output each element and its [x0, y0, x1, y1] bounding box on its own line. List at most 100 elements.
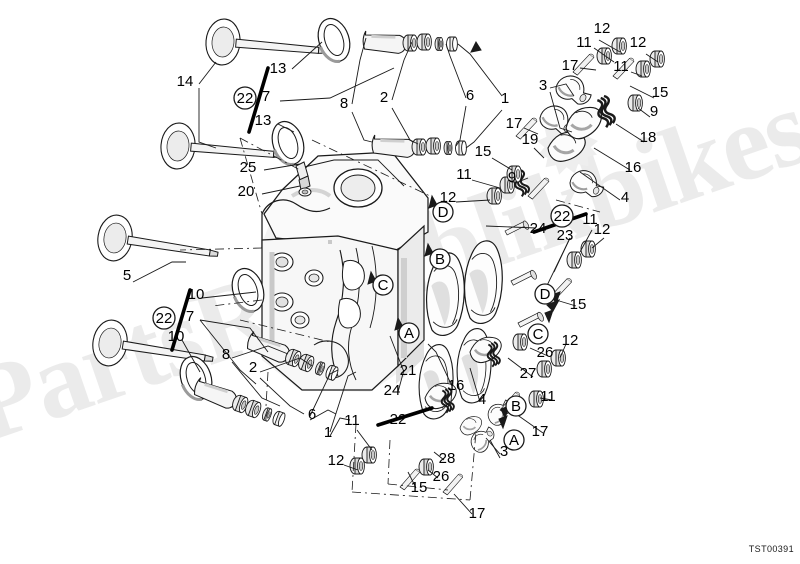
- circled-number-22: 22: [152, 306, 176, 330]
- callout-15: 15: [411, 479, 428, 496]
- callout-11: 11: [582, 211, 598, 228]
- callout-5: 5: [123, 267, 131, 284]
- callout-7: 7: [262, 88, 270, 105]
- callout-2: 2: [249, 359, 257, 376]
- callout-2: 2: [380, 89, 388, 106]
- callout-8: 8: [340, 95, 348, 112]
- circle-outline: [534, 283, 556, 305]
- callout-12: 12: [630, 34, 647, 51]
- circled-letter-label: A: [404, 325, 414, 342]
- cylinder-head-body: [261, 151, 429, 392]
- callout-4: 4: [478, 391, 486, 408]
- circle-outline: [503, 429, 525, 451]
- callout-21: 21: [400, 362, 417, 379]
- callout-22: 22: [390, 411, 407, 428]
- callout-17: 17: [506, 115, 523, 132]
- circled-letter-label: D: [438, 204, 449, 221]
- circled-letter-A: A: [398, 322, 420, 344]
- callout-15: 15: [475, 143, 492, 160]
- callout-25: 25: [240, 159, 257, 176]
- circle-outline: [432, 201, 454, 223]
- callout-12: 12: [440, 189, 457, 206]
- callout-28: 28: [439, 450, 456, 467]
- circled-number-label: 22: [554, 208, 571, 225]
- callout-18: 18: [640, 129, 657, 146]
- callout-14: 14: [177, 73, 194, 90]
- circled-letter-A: A: [503, 429, 525, 451]
- callout-17: 17: [562, 57, 579, 74]
- callout-1: 1: [501, 90, 509, 107]
- circle-outline: [233, 86, 257, 110]
- callout-27: 27: [520, 365, 537, 382]
- callout-6: 6: [466, 87, 474, 104]
- sensor-assembly-25-20: [295, 161, 312, 197]
- circled-letter-B: B: [505, 395, 527, 417]
- lower-adjuster-assembly-b: [194, 377, 287, 428]
- circle-outline: [372, 274, 394, 296]
- circled-number-markers: 22 22 22: [152, 86, 574, 330]
- leader-lines: [132, 37, 659, 515]
- callout-16: 16: [448, 377, 465, 394]
- callout-3: 3: [539, 77, 547, 94]
- circle-outline: [429, 248, 451, 270]
- circle-outline: [398, 322, 420, 344]
- circled-letter-label: D: [540, 286, 551, 303]
- callout-11: 11: [613, 58, 629, 75]
- callout-11: 11: [540, 388, 556, 405]
- callout-15: 15: [652, 84, 669, 101]
- callout-26: 26: [537, 344, 554, 361]
- circle-outline: [152, 306, 176, 330]
- circled-letter-D: D: [432, 201, 454, 223]
- callout-17: 17: [532, 423, 549, 440]
- callout-9: 9: [650, 103, 658, 120]
- circled-letter-D: D: [534, 283, 556, 305]
- callout-15: 15: [570, 296, 587, 313]
- callout-13: 13: [255, 112, 272, 129]
- callout-23: 23: [557, 227, 574, 244]
- circled-number-label: 22: [237, 90, 254, 107]
- callout-3: 3: [500, 443, 508, 460]
- circle-outline: [505, 395, 527, 417]
- callout-11: 11: [456, 166, 472, 183]
- circled-letter-label: C: [533, 326, 544, 343]
- callout-8: 8: [222, 346, 230, 363]
- circled-letter-label: B: [435, 251, 445, 268]
- callout-12: 12: [562, 332, 579, 349]
- callout-7: 7: [186, 308, 194, 325]
- callout-12: 12: [328, 452, 345, 469]
- callout-10: 10: [168, 328, 185, 345]
- circled-letter-C: C: [372, 274, 394, 296]
- callout-1: 1: [324, 424, 332, 441]
- section-arrows: [367, 40, 561, 430]
- circled-number-label: 22: [156, 310, 173, 327]
- callout-11: 11: [344, 412, 360, 429]
- callout-16: 16: [625, 159, 642, 176]
- callout-24: 24: [530, 220, 547, 237]
- diagram-code-label: TST00391: [749, 544, 794, 554]
- callout-19: 19: [522, 131, 539, 148]
- circle-outline: [527, 323, 549, 345]
- circle-outline: [550, 204, 574, 228]
- callout-20: 20: [238, 183, 255, 200]
- callout-24: 24: [384, 382, 401, 399]
- circled-letter-label: B: [511, 398, 521, 415]
- callout-26: 26: [433, 468, 450, 485]
- circled-number-22: 22: [233, 86, 257, 110]
- callout-9: 9: [508, 169, 516, 186]
- circled-letter-C: C: [527, 323, 549, 345]
- circled-letter-label: C: [378, 277, 389, 294]
- callout-17: 17: [469, 505, 486, 522]
- callout-13: 13: [270, 60, 287, 77]
- callout-12: 12: [594, 221, 611, 238]
- upper-adjuster-assembly-b: [371, 134, 467, 158]
- circled-number-22: 22: [550, 204, 574, 228]
- callout-11: 11: [576, 34, 592, 51]
- callout-10: 10: [188, 286, 205, 303]
- circled-letter-label: A: [509, 432, 519, 449]
- upper-adjuster-assembly-a: [362, 30, 458, 54]
- construction-lines: [179, 137, 601, 501]
